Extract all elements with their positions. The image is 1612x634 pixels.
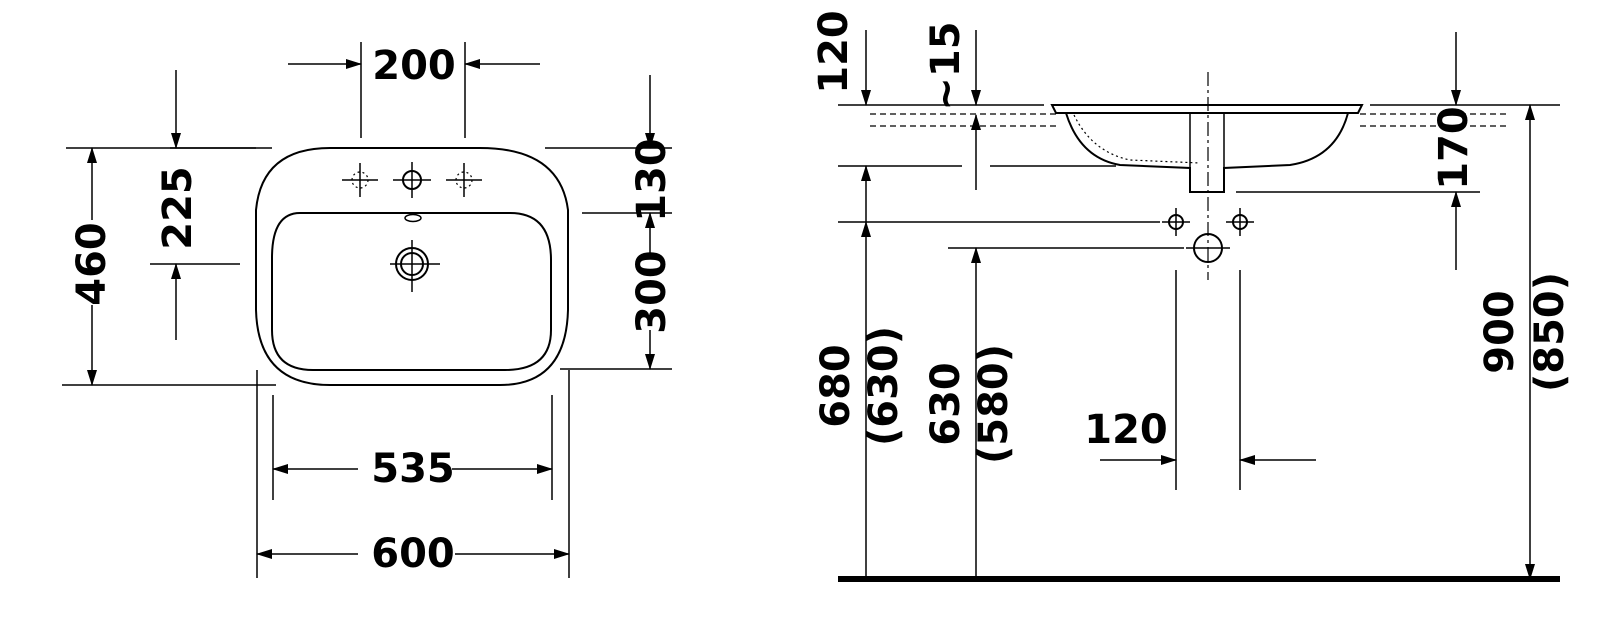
dim-200-label: 200 bbox=[372, 43, 456, 89]
dim-225-label: 225 bbox=[155, 166, 201, 250]
dim-900-label: 900 bbox=[1477, 290, 1523, 374]
side-view: 120 ~15 170 680 (630) 630 (580) 120 900 … bbox=[811, 10, 1573, 582]
dim-170-label: 170 bbox=[1431, 106, 1477, 190]
basin-inner-line bbox=[1073, 114, 1201, 164]
dim-535-label: 535 bbox=[371, 446, 455, 492]
dim-680-label: 680 bbox=[813, 344, 859, 428]
basin-rim bbox=[1050, 104, 1364, 114]
waste-fitting bbox=[1186, 233, 1230, 263]
dim-850-alt-label: (850) bbox=[1527, 272, 1573, 392]
overflow-slot bbox=[404, 213, 422, 223]
dim-300-label: 300 bbox=[629, 250, 675, 334]
dim-630-alt-label: (630) bbox=[861, 326, 907, 446]
basin-bowl-outline bbox=[271, 212, 552, 371]
dim-580-alt-label: (580) bbox=[971, 344, 1017, 464]
tap-hole-center bbox=[393, 162, 431, 198]
dim-130-label: 130 bbox=[629, 138, 675, 222]
supply-fitting-right bbox=[1226, 208, 1254, 236]
basin-body bbox=[1065, 112, 1349, 193]
dim-120-bottom-label: 120 bbox=[1084, 407, 1168, 453]
dim-120-top-label: 120 bbox=[811, 10, 857, 94]
dim-630-label: 630 bbox=[923, 362, 969, 446]
top-view: 200 225 460 130 300 535 600 bbox=[62, 42, 675, 578]
supply-fitting-left bbox=[1162, 208, 1190, 236]
dim-15-label: ~15 bbox=[923, 21, 969, 110]
dim-600-label: 600 bbox=[371, 531, 455, 577]
tap-hole-right bbox=[446, 163, 482, 197]
dim-460-label: 460 bbox=[69, 222, 115, 306]
basin-outer-outline bbox=[255, 147, 569, 386]
tap-hole-left bbox=[342, 163, 378, 197]
drain bbox=[390, 240, 440, 292]
